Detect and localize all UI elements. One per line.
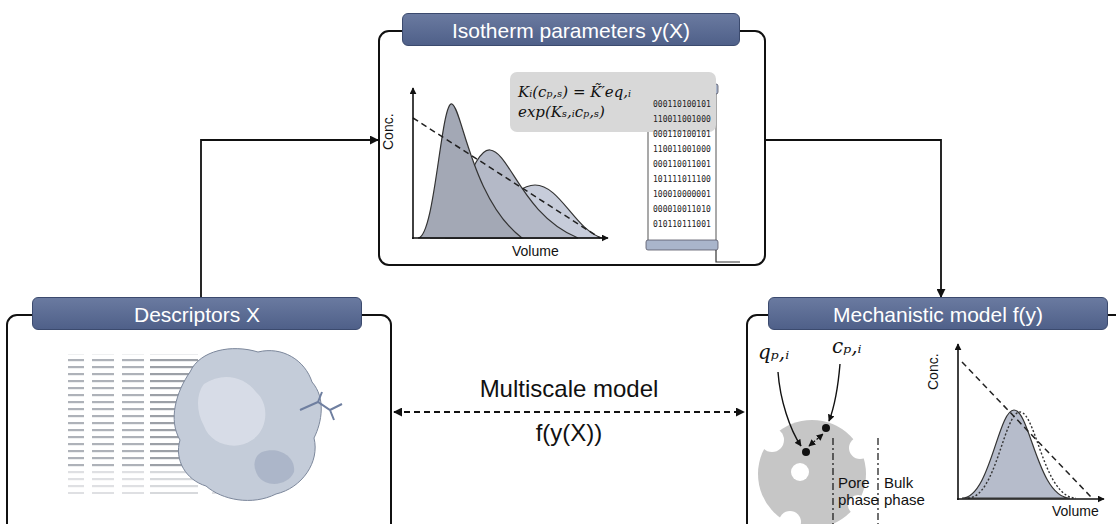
region-label: Bulk phase: [884, 474, 930, 508]
binary-digits: 000110011001: [653, 160, 711, 169]
binary-digits: 000010011010: [653, 205, 711, 214]
elution-chart: [957, 344, 1104, 500]
protein-surface: [174, 349, 342, 501]
axis-label: Volume: [1052, 503, 1099, 519]
symbol-label: qₚ,ᵢ: [758, 340, 789, 364]
binary-digits: 000110100101: [653, 100, 711, 109]
panel-header: Descriptors X: [32, 297, 362, 330]
region-label: Pore phase: [838, 474, 884, 508]
connector: [766, 140, 941, 297]
axis-label: Conc.: [380, 114, 396, 151]
binary-digits: 110011001000: [653, 115, 711, 124]
panel-box: Mechanistic model f(y): [746, 314, 1116, 524]
binary-digits: 101111011100: [653, 175, 711, 184]
symbol-label: cₚ,ᵢ: [832, 334, 862, 358]
panel-box: Descriptors X: [6, 314, 392, 524]
binary-digits: 100010000001: [653, 190, 711, 199]
binary-digits: 010110111001: [653, 220, 711, 229]
panel-header: Mechanistic model f(y): [768, 297, 1108, 330]
connector: [201, 140, 378, 297]
connector: [394, 411, 744, 413]
panel-header: Isotherm parameters y(X): [402, 13, 740, 46]
axis-label: Conc.: [925, 354, 941, 391]
connector-label: Multiscale model f(y(X)): [454, 367, 684, 455]
axis-label: Volume: [512, 243, 559, 259]
binary-digits: 000110100101: [653, 130, 711, 139]
binary-digits: 110011001000: [653, 145, 711, 154]
